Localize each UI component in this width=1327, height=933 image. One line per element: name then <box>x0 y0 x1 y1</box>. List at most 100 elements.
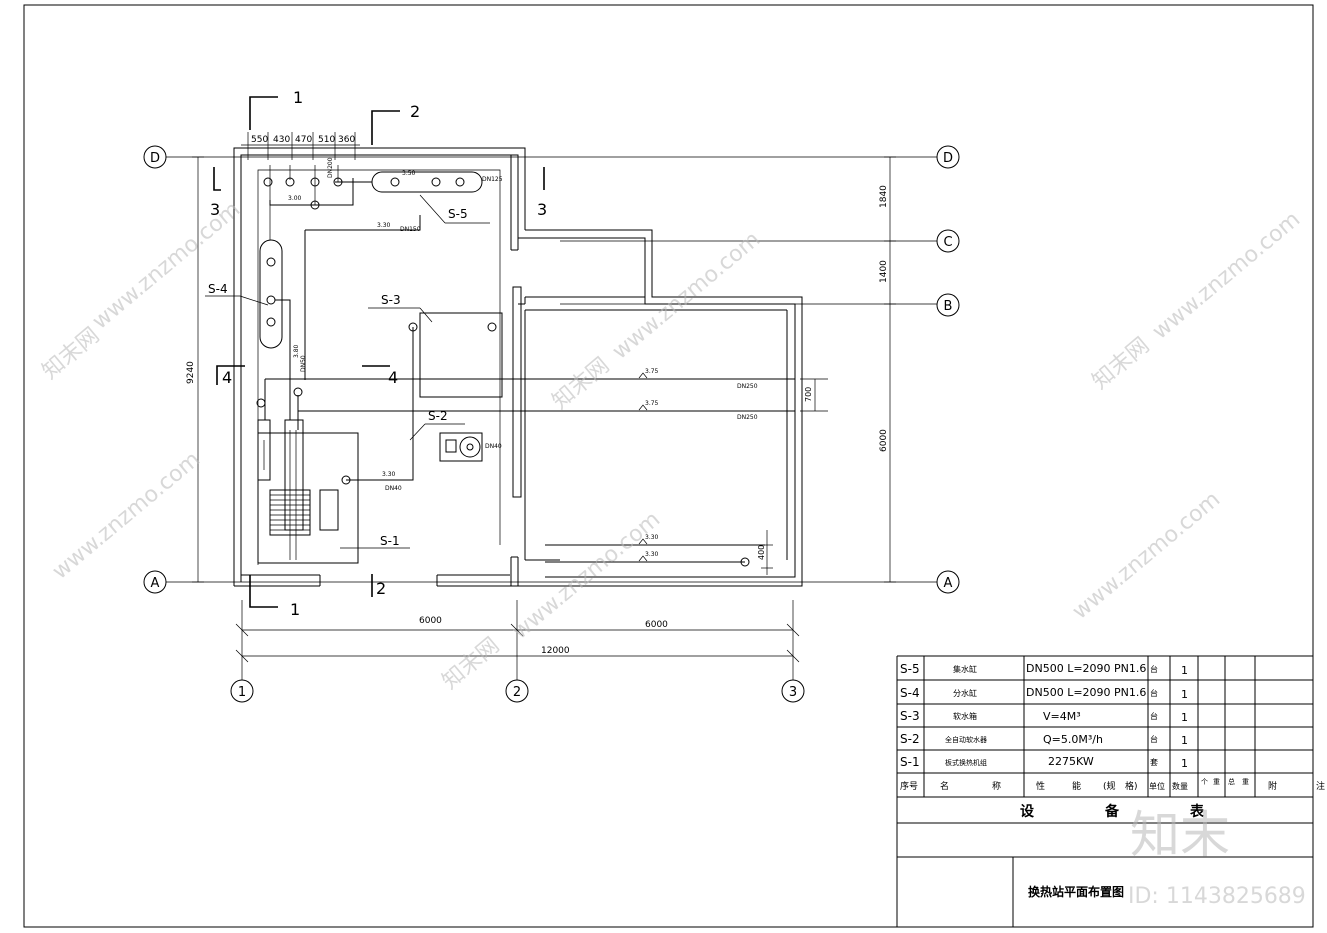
svg-text:2: 2 <box>410 102 420 121</box>
svg-text:DN500 L=2090 PN1.6: DN500 L=2090 PN1.6 <box>1026 662 1146 675</box>
svg-text:备: 备 <box>1104 803 1120 820</box>
svg-text:www.znzmo.com: www.znzmo.com <box>48 447 205 585</box>
svg-text:知末网: 知末网 <box>438 633 505 695</box>
svg-text:重: 重 <box>1242 778 1249 786</box>
svg-text:1: 1 <box>293 88 303 107</box>
bottom-dimension-chain: 6000 6000 12000 <box>235 616 800 663</box>
section-marker-4-left: 4 <box>216 365 245 387</box>
svg-text:称: 称 <box>992 780 1001 792</box>
svg-text:D: D <box>150 151 160 166</box>
svg-text:1: 1 <box>1181 688 1188 701</box>
svg-text:S-2: S-2 <box>428 409 448 423</box>
label-s5: S-5 <box>419 194 490 224</box>
section-marker-2-top: 2 <box>371 102 420 145</box>
svg-text:(规: (规 <box>1103 781 1116 792</box>
svg-text:知末网: 知末网 <box>1088 333 1155 395</box>
axis-grid <box>166 156 937 680</box>
svg-text:470: 470 <box>295 135 312 145</box>
svg-text:360: 360 <box>338 135 355 145</box>
pipes <box>264 165 795 567</box>
svg-text:1: 1 <box>238 685 246 700</box>
equipment-schedule-table: S-5 集水缸 DN500 L=2090 PN1.6 台 1 S-4 分水缸 D… <box>896 655 1325 927</box>
axis-bubble-1: 1 <box>230 679 254 703</box>
svg-text:DN250: DN250 <box>737 414 758 421</box>
section-marker-3-right: 3 <box>537 167 547 219</box>
section-marker-4-mid: 4 <box>362 365 398 387</box>
svg-text:数量: 数量 <box>1172 781 1188 791</box>
svg-text:4: 4 <box>388 368 398 387</box>
svg-text:V=4M³: V=4M³ <box>1043 710 1081 723</box>
svg-text:6000: 6000 <box>645 620 668 630</box>
svg-text:6000: 6000 <box>419 616 442 626</box>
svg-text:S-4: S-4 <box>208 282 228 296</box>
equipment-s1-exchanger <box>257 419 359 564</box>
label-s1: S-1 <box>340 534 410 549</box>
equipment-s5-collector <box>371 171 483 193</box>
svg-text:软水箱: 软水箱 <box>953 711 977 721</box>
svg-text:D: D <box>943 151 953 166</box>
svg-text:S-2: S-2 <box>900 732 920 746</box>
svg-text:1: 1 <box>290 600 300 619</box>
right-dimension-chain: 1840 1400 6000 <box>879 156 896 583</box>
section-marker-2-bottom: 2 <box>371 574 386 598</box>
svg-text:C: C <box>943 235 952 250</box>
svg-text:设: 设 <box>1020 804 1035 820</box>
svg-text:全自动软水器: 全自动软水器 <box>945 735 987 744</box>
section-marker-1-bottom: 1 <box>249 575 300 619</box>
label-s2: S-2 <box>409 409 465 441</box>
equipment-s3-tank <box>408 312 503 398</box>
svg-text:400: 400 <box>757 545 766 560</box>
pipe-spacing-dimension: 700 400 <box>757 378 828 575</box>
axis-bubble-3: 3 <box>781 679 805 703</box>
watermarks: www.znzmo.com 知末网 www.znzmo.com www.znzm… <box>38 197 1306 909</box>
svg-text:1400: 1400 <box>879 260 889 283</box>
section-marker-3-left: 3 <box>210 167 221 219</box>
svg-text:2275KW: 2275KW <box>1048 755 1094 768</box>
svg-text:www.znzmo.com: www.znzmo.com <box>1068 487 1225 625</box>
svg-text:个: 个 <box>1201 778 1208 786</box>
svg-text:DN150: DN150 <box>400 226 421 233</box>
svg-text:集水缸: 集水缸 <box>953 664 977 674</box>
svg-text:知末网: 知末网 <box>38 323 105 385</box>
svg-text:2: 2 <box>376 579 386 598</box>
drawing-frame <box>23 4 1314 928</box>
svg-text:www.znzmo.com: www.znzmo.com <box>508 507 665 645</box>
svg-text:知末: 知末 <box>1130 806 1230 864</box>
svg-text:总: 总 <box>1228 777 1235 786</box>
top-dimension-chain: 550 430 470 510 360 <box>241 132 360 160</box>
svg-text:3: 3 <box>537 200 547 219</box>
axis-bubble-A-right: A <box>936 570 960 594</box>
svg-text:分水缸: 分水缸 <box>953 688 977 698</box>
svg-text:格): 格) <box>1125 780 1138 792</box>
svg-text:DN500 L=2090 PN1.6: DN500 L=2090 PN1.6 <box>1026 686 1146 699</box>
svg-text:DN125: DN125 <box>482 176 503 183</box>
svg-text:台: 台 <box>1150 688 1158 698</box>
left-dimension: 9240 <box>186 156 204 583</box>
svg-text:1: 1 <box>1181 664 1188 677</box>
section-marker-1-top: 1 <box>249 88 303 130</box>
svg-text:DN250: DN250 <box>737 383 758 390</box>
svg-text:S-3: S-3 <box>900 709 920 723</box>
pipe-annotations: DN250 DN250 DN150 DN40 DN40 DN125 DN200 … <box>288 157 758 562</box>
svg-text:板式换热机组: 板式换热机组 <box>945 758 987 767</box>
svg-text:3.75: 3.75 <box>645 400 659 407</box>
svg-text:3.00: 3.00 <box>288 195 302 202</box>
svg-text:知末网: 知末网 <box>548 353 615 415</box>
svg-text:3: 3 <box>789 685 797 700</box>
equipment-s2-softener <box>439 432 483 462</box>
svg-text:换热站平面布置图: 换热站平面布置图 <box>1028 884 1124 899</box>
label-s4: S-4 <box>205 282 269 306</box>
svg-text:S-5: S-5 <box>900 662 920 676</box>
axis-bubble-D-right: D <box>936 145 960 169</box>
svg-text:Q=5.0M³/h: Q=5.0M³/h <box>1043 733 1103 746</box>
svg-text:12000: 12000 <box>541 646 570 656</box>
svg-text:能: 能 <box>1072 780 1081 792</box>
svg-text:1: 1 <box>1181 711 1188 724</box>
svg-text:550: 550 <box>251 135 268 145</box>
svg-text:注: 注 <box>1316 780 1325 792</box>
svg-text:1: 1 <box>1181 734 1188 747</box>
svg-text:S-1: S-1 <box>380 534 400 548</box>
label-s3: S-3 <box>368 293 433 323</box>
svg-text:3: 3 <box>210 200 220 219</box>
svg-text:A: A <box>151 576 160 591</box>
